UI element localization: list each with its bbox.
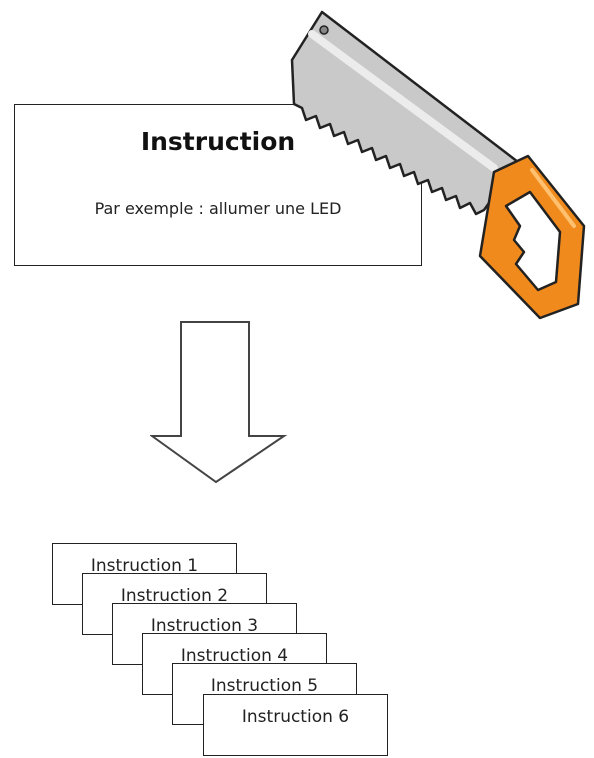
instruction-example: Par exemple : allumer une LED (94, 199, 342, 218)
saw-blade-shine (308, 30, 498, 172)
down-arrow (150, 321, 288, 484)
instruction-card-6: Instruction 6 (203, 694, 388, 756)
saw-icon (290, 10, 586, 320)
instruction-card-label: Instruction 3 (150, 616, 259, 636)
instruction-card-label: Instruction 6 (241, 707, 350, 727)
saw-handle-grip-hole (504, 190, 562, 292)
saw-blade-hole (319, 25, 329, 35)
instruction-card-label: Instruction 4 (180, 646, 289, 666)
instruction-card-label: Instruction 1 (90, 556, 199, 576)
instruction-card-label: Instruction 2 (120, 586, 229, 606)
saw-handle-highlight (530, 168, 576, 228)
instruction-card-label: Instruction 5 (210, 676, 319, 696)
instruction-title: Instruction (140, 127, 296, 156)
